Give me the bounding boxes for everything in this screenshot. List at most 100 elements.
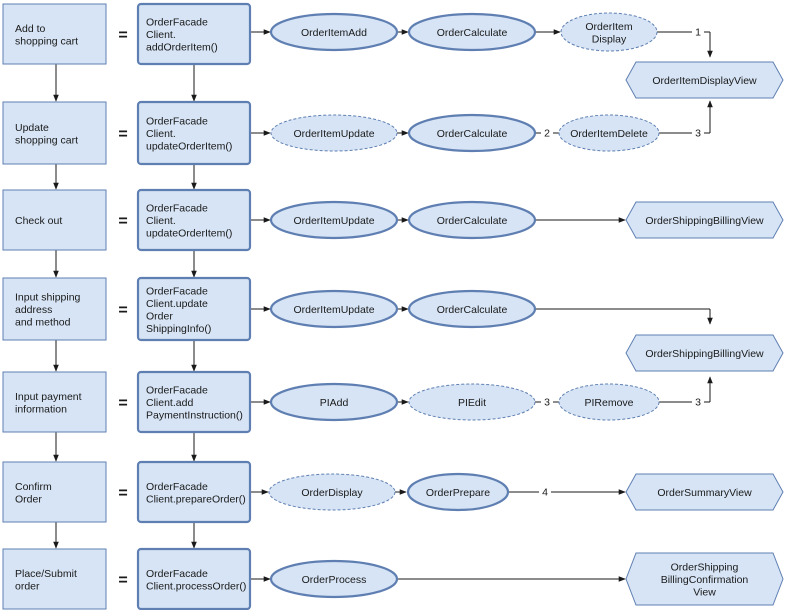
controller-label-line: Order — [146, 310, 173, 322]
command-node — [269, 382, 399, 422]
command-node — [408, 383, 536, 421]
command-label: OrderItemAdd — [301, 27, 367, 39]
controller-box — [136, 2, 252, 66]
action-label-line: Order — [15, 493, 42, 505]
view-label-line: BillingConfirmation — [661, 574, 749, 586]
command-label-line: PIRemove — [584, 397, 633, 409]
command-label-line: OrderItemUpdate — [293, 304, 374, 316]
action-box — [2, 371, 107, 433]
command-node — [407, 289, 537, 329]
view-label: OrderSummaryView — [657, 487, 752, 499]
view-node — [625, 552, 784, 606]
command-node — [269, 289, 399, 329]
command-label: OrderProcess — [302, 574, 367, 586]
view-node — [625, 473, 784, 511]
controller-label-line: OrderFacade — [146, 203, 208, 215]
action-box — [2, 277, 107, 341]
command-node — [268, 473, 396, 511]
controller-box — [136, 370, 252, 434]
action-label: Check out — [15, 215, 62, 227]
view-label-line: OrderItemDisplayView — [652, 75, 757, 87]
action-box — [2, 189, 107, 251]
controller-box — [136, 276, 252, 342]
controller-label-line: OrderFacade — [146, 385, 208, 397]
action-label-line: shopping cart — [15, 35, 78, 47]
edge-label: 2 — [544, 128, 550, 140]
action-label-line: order — [15, 580, 40, 592]
controller-box — [136, 547, 252, 610]
edge-label: 1 — [695, 27, 701, 39]
controller-label-line: PaymentInstruction() — [146, 410, 243, 422]
action-box — [2, 548, 107, 610]
action-label-line: Check out — [15, 215, 62, 227]
command-label: OrderItemDelete — [570, 128, 648, 140]
command-label-line: Display — [592, 33, 627, 45]
action-label-line: Input shipping — [15, 292, 81, 304]
controller-label-line: Client.processOrder() — [146, 580, 246, 592]
action-label-line: Add to — [15, 23, 46, 35]
controller-label-line: Client. — [146, 29, 176, 41]
edge-label-bg — [539, 484, 551, 498]
view-label-line: OrderShipping — [671, 562, 739, 574]
command-label-line: OrderItemUpdate — [293, 215, 374, 227]
equals-sign: = — [118, 395, 127, 412]
view-label: OrderItemDisplayView — [652, 75, 757, 87]
action-label-line: information — [15, 403, 67, 415]
controller-label-line: Client. — [146, 128, 176, 140]
controller-label-line: updateOrderItem() — [146, 141, 232, 153]
controller-label-line: OrderFacade — [146, 481, 208, 493]
equals-sign: = — [118, 126, 127, 143]
action-label-line: Place/Submit — [15, 568, 77, 580]
command-node — [406, 472, 510, 512]
command-node — [270, 114, 398, 152]
command-node — [560, 12, 658, 52]
command-label: OrderItemUpdate — [293, 215, 374, 227]
edge-label-bg — [692, 125, 704, 139]
view-node — [625, 61, 784, 99]
command-label-line: OrderDisplay — [301, 487, 363, 499]
equals-sign: = — [118, 485, 127, 502]
edge-label: 3 — [544, 397, 550, 409]
controller-label-line: Client.update — [146, 298, 208, 310]
view-label-line: OrderSummaryView — [657, 487, 752, 499]
view-label-line: View — [693, 587, 716, 599]
action-label-line: Input payment — [15, 391, 82, 403]
equals-sign: = — [118, 27, 127, 44]
command-label-line: OrderItem — [585, 21, 633, 33]
command-label: OrderDisplay — [301, 487, 363, 499]
controller-label-line: Client.prepareOrder() — [146, 493, 246, 505]
view-node — [625, 201, 784, 239]
command-node — [269, 12, 399, 52]
command-label-line: PIAdd — [320, 397, 349, 409]
command-node — [407, 12, 537, 52]
view-label: OrderShippingBillingView — [645, 348, 764, 360]
command-label: OrderItemUpdate — [293, 128, 374, 140]
command-node — [558, 383, 660, 421]
command-label: OrderCalculate — [437, 304, 508, 316]
command-label-line: OrderPrepare — [426, 487, 490, 499]
controller-label-line: Client. — [146, 215, 176, 227]
controller-label-line: Client.add — [146, 397, 193, 409]
view-label-line: OrderShippingBillingView — [645, 215, 764, 227]
action-box — [2, 3, 107, 65]
action-label-line: and method — [15, 317, 71, 329]
controller-box — [136, 100, 252, 166]
controller-label-line: OrderFacade — [146, 285, 208, 297]
controller-label-line: ShippingInfo() — [146, 323, 211, 335]
command-label-line: PIEdit — [458, 397, 486, 409]
edge-label: 3 — [695, 397, 701, 409]
controller-label-line: addOrderItem() — [146, 42, 218, 54]
command-label: OrderCalculate — [437, 215, 508, 227]
controller-label-line: OrderFacade — [146, 17, 208, 29]
action-label-line: shopping cart — [15, 134, 78, 146]
